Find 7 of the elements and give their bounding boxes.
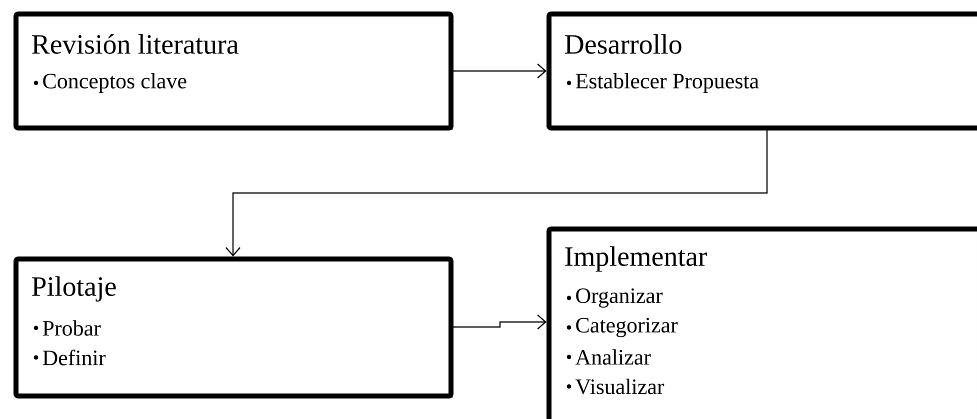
process-box: Desarrollo Establecer Propuesta	[546, 12, 977, 130]
arrow	[454, 64, 546, 78]
arrow	[226, 130, 768, 256]
process-box: Revisión literatura Conceptos clave	[14, 12, 454, 130]
process-box: Implementar Organizar Categorizar Analizar Visualizar	[546, 226, 977, 419]
process-box: Pilotaje Probar Definir	[14, 256, 454, 398]
arrow	[454, 314, 546, 330]
